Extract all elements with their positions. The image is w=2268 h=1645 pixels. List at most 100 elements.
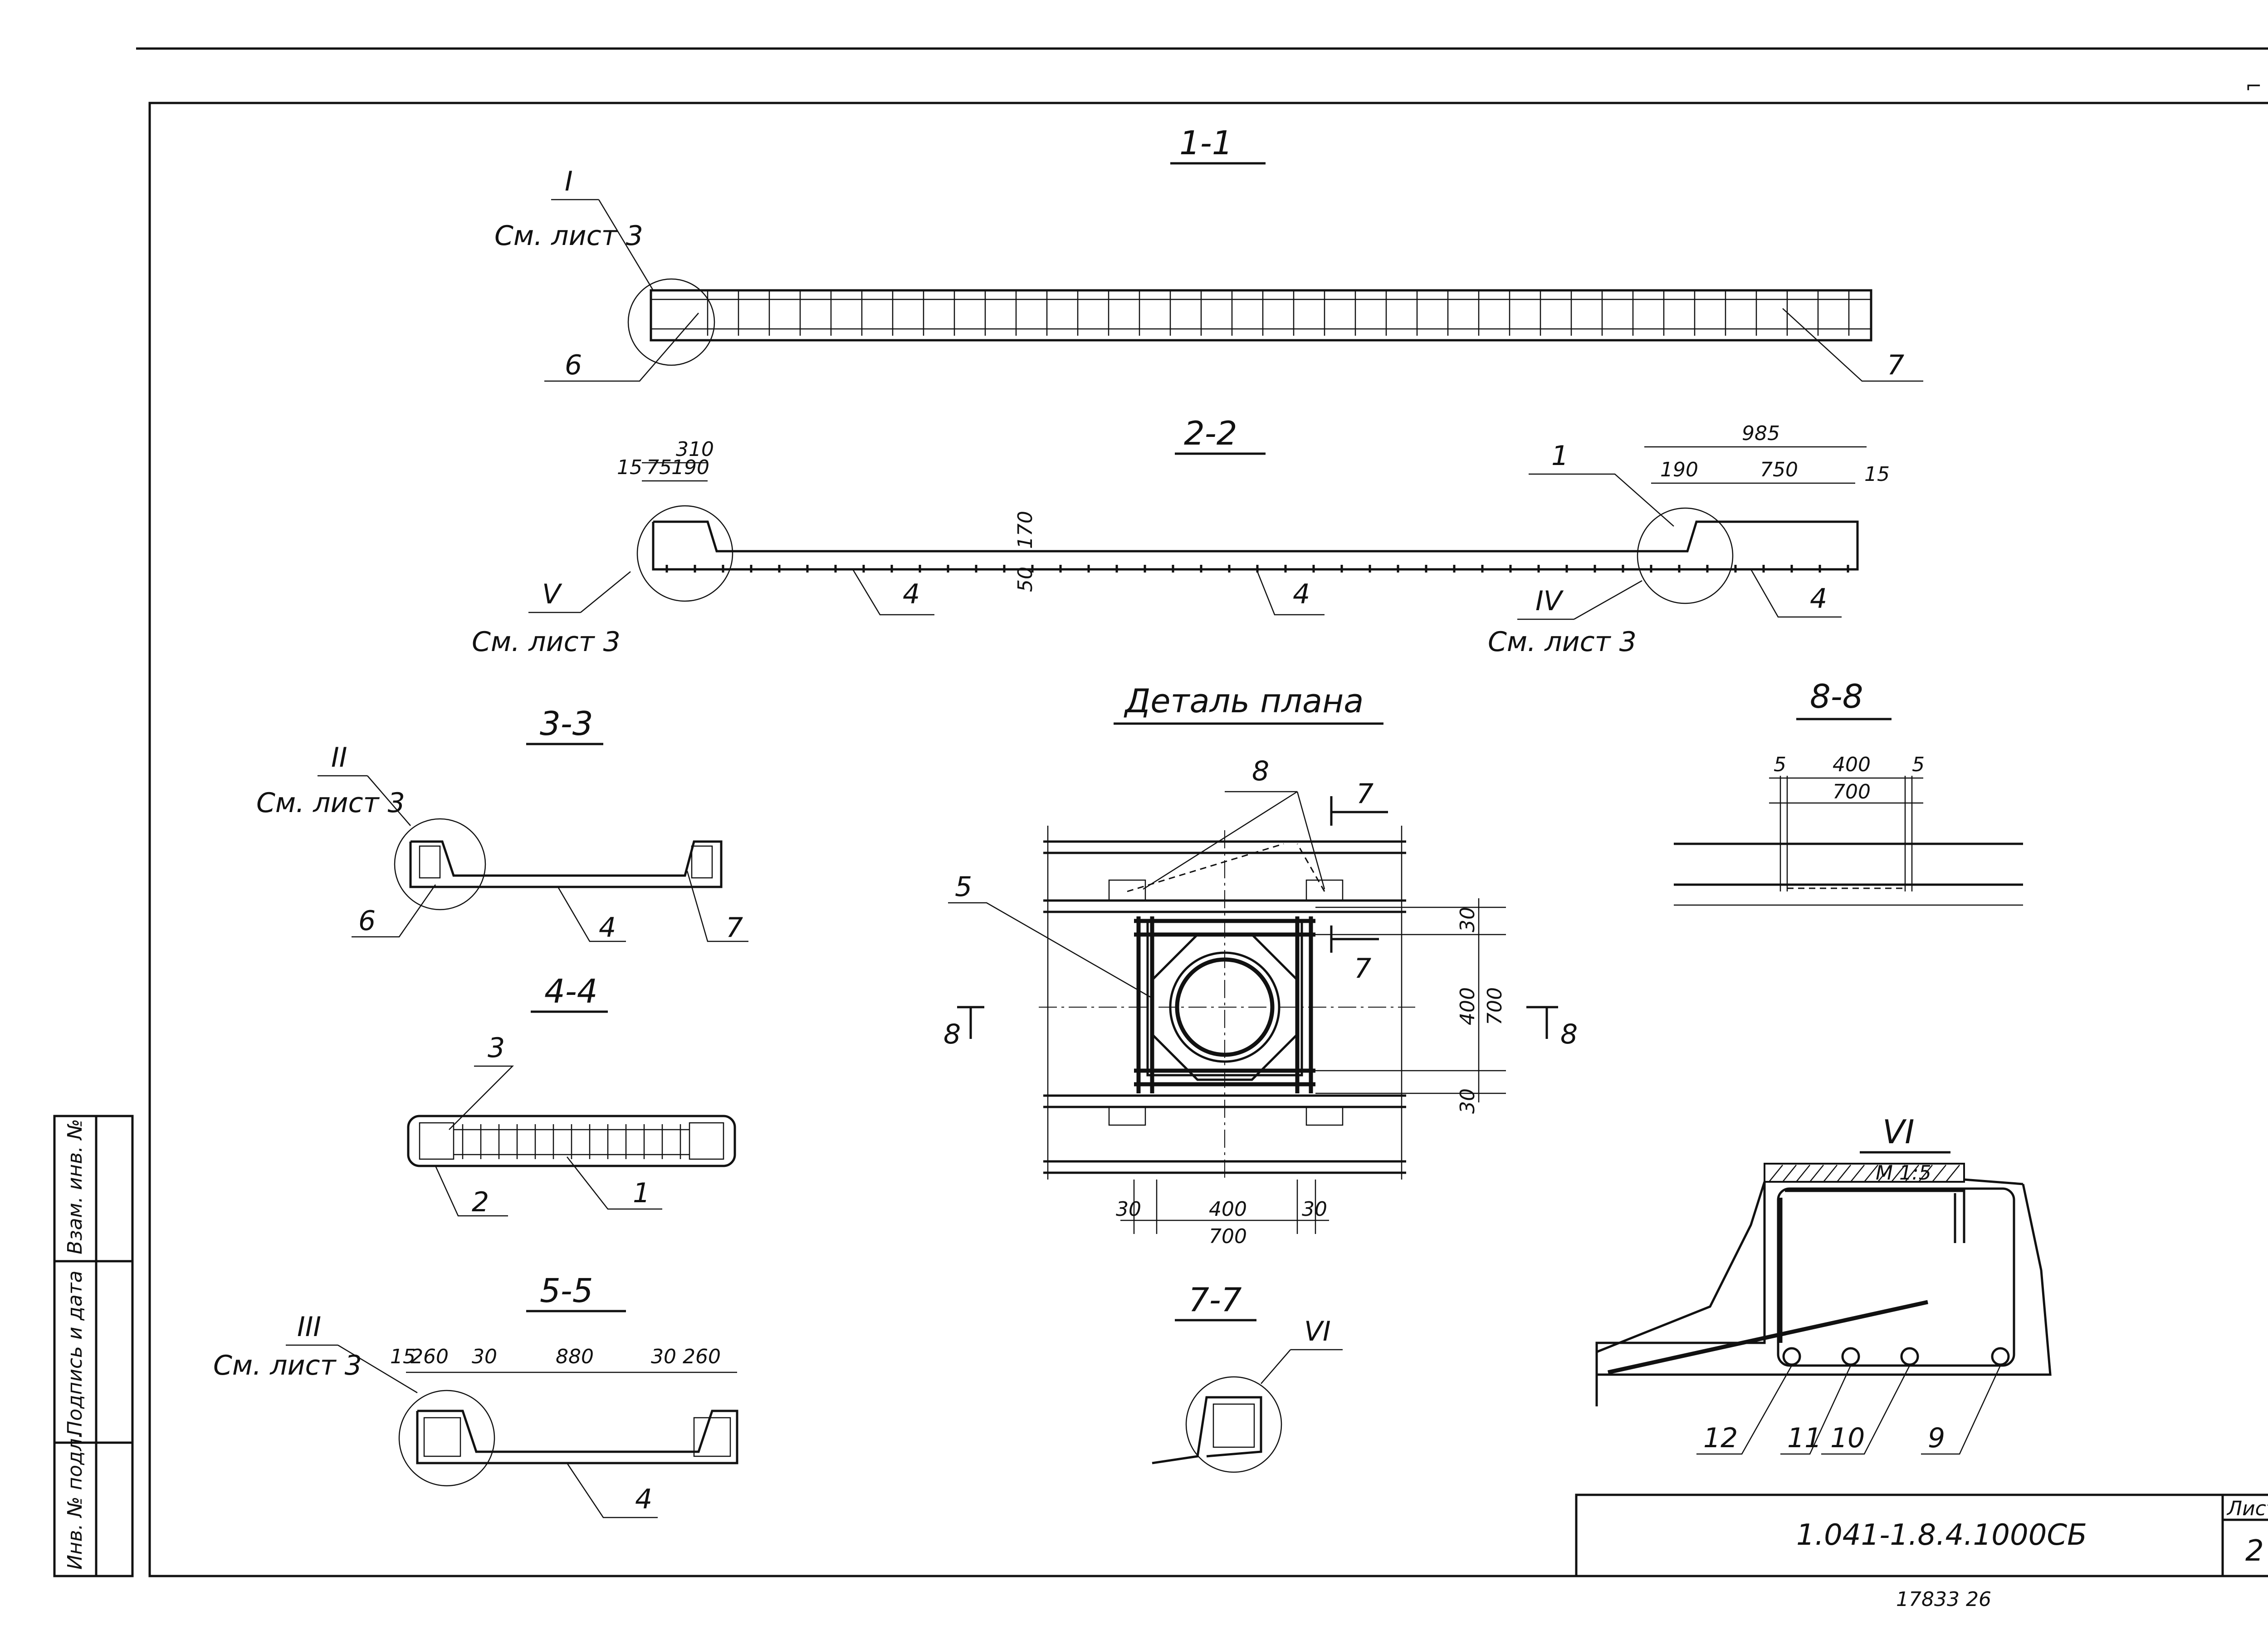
section-5-5-title: 5-5 <box>540 1272 593 1310</box>
section-4-4-title: 4-4 <box>544 972 598 1010</box>
hatch-line <box>1932 1165 1946 1182</box>
dim-75: 75 <box>646 456 672 479</box>
hatch-line <box>1850 1165 1865 1182</box>
sheet-number: 2 <box>2245 1534 2264 1568</box>
cut-mark-8-right: 8 <box>1526 1006 1578 1050</box>
cut-7-mid-label: 7 <box>1354 953 1371 984</box>
dim-700-plan-h: 700 <box>1209 1225 1247 1248</box>
side-stamp: Инв. № подл. Подпись и дата Взам. инв. № <box>53 1115 134 1577</box>
pos-10-label: 10 <box>1830 1422 1865 1454</box>
dim-5-right-s88: 5 <box>1912 753 1925 776</box>
pos-6-label: 6 <box>565 349 582 381</box>
see-sheet-i: См. лист 3 <box>494 220 643 252</box>
section-4-4-stirrups <box>462 1124 681 1159</box>
sheet-label: Лист <box>2226 1497 2268 1520</box>
sheet-designation: 1.041-1.8.4.1000СБ <box>1796 1518 2087 1552</box>
pos-5-plan: 5 <box>955 871 972 903</box>
cut-8-right-label: 8 <box>1560 1018 1578 1050</box>
plan-detail: Деталь плана 30 <box>943 682 1578 1248</box>
hatch-line <box>1945 1165 1960 1182</box>
callout-i: I <box>565 166 573 197</box>
hatch-line <box>1769 1165 1783 1182</box>
dim-190-right: 190 <box>1660 458 1698 481</box>
section-2-2: 2-2 310 15 75 190 985 190 750 15 170 50 … <box>472 414 1890 658</box>
stamp-inv-podl: Инв. № подл. <box>64 1432 87 1570</box>
section-7-7: 7-7 VI <box>1152 1281 1343 1473</box>
section-1-1-title: 1-1 <box>1179 124 1233 162</box>
hatch-line <box>1918 1165 1933 1182</box>
stamp-signature-date: Подпись и дата <box>64 1271 87 1436</box>
pos-9-label: 9 <box>1928 1422 1945 1454</box>
see-sheet-iv: См. лист 3 <box>1488 626 1637 658</box>
hatch-line <box>1864 1165 1878 1182</box>
dim-30-plan-bottom: 30 <box>1456 1088 1479 1114</box>
pos-6-label-s33: 6 <box>358 905 376 937</box>
see-sheet-ii: См. лист 3 <box>256 787 405 819</box>
pos-1-label-s44: 1 <box>633 1177 650 1209</box>
hatch-line <box>1809 1165 1824 1182</box>
detail-vi-hatch-lines <box>1769 1165 1960 1182</box>
pos-2-label: 2 <box>472 1186 489 1218</box>
section-8-8: 8-8 5 400 5 700 <box>1674 677 2023 906</box>
bottom-note: 17833 26 <box>1896 1588 1991 1611</box>
dim-15-left: 15 <box>617 456 642 479</box>
pos-4a-label: 4 <box>903 578 920 610</box>
sheet-frame: ⌐ <box>136 47 2268 1577</box>
hatch-line <box>1796 1165 1810 1182</box>
callout-circle-i <box>627 278 715 366</box>
detail-vi: VI М 1:5 12 11 10 9 <box>1595 1113 2052 1455</box>
detail-vi-title: VI <box>1882 1113 1915 1151</box>
section-2-2-bottom-bars <box>665 565 1849 573</box>
dim-260-right: 260 <box>683 1345 721 1368</box>
pos-3-label: 3 <box>488 1032 505 1064</box>
see-sheet-iii: См. лист 3 <box>213 1350 362 1381</box>
hatch-line <box>1837 1165 1851 1182</box>
callout-circle-iii <box>398 1390 495 1487</box>
title-block: Лист 2 1.041-1.8.4.1000СБ 17833 26 <box>1575 1493 2268 1611</box>
section-3-3: 3-3 II См. лист 3 6 4 7 <box>256 705 748 944</box>
callout-iv: IV <box>1535 585 1564 617</box>
dim-30-left: 30 <box>472 1345 497 1368</box>
dim-190-left: 190 <box>671 456 709 479</box>
corner-mark: ⌐ <box>2245 75 2262 98</box>
hatch-line <box>1782 1165 1797 1182</box>
dim-15-right: 15 <box>1864 463 1890 486</box>
section-8-8-title: 8-8 <box>1810 677 1863 715</box>
dim-400-plan-h: 400 <box>1209 1198 1247 1221</box>
section-1-1: 1-1 I См. лист 3 6 7 <box>494 124 1923 382</box>
callout-v: V <box>542 578 562 610</box>
section-4-4: 4-4 3 2 1 <box>407 972 736 1218</box>
pos-4-label-s55: 4 <box>635 1483 652 1515</box>
hatch-line <box>1891 1165 1906 1182</box>
section-7-7-title: 7-7 <box>1188 1281 1242 1319</box>
dim-50: 50 <box>1014 567 1037 592</box>
pos-4b-label: 4 <box>1293 578 1310 610</box>
section-2-2-title: 2-2 <box>1184 414 1237 452</box>
plan-detail-title: Деталь плана <box>1124 682 1364 720</box>
dim-15-s55: 15 <box>390 1345 415 1368</box>
see-sheet-v: См. лист 3 <box>472 626 621 658</box>
dim-985: 985 <box>1742 422 1780 445</box>
dim-30-plan-right: 30 <box>1302 1198 1327 1221</box>
pos-7-label-s33: 7 <box>726 912 743 944</box>
dim-400-plan-v: 400 <box>1456 987 1479 1025</box>
hatch-line <box>1823 1165 1838 1182</box>
dim-30-plan-left: 30 <box>1116 1198 1141 1221</box>
cut-8-left-label: 8 <box>943 1018 961 1050</box>
pos-12-label: 12 <box>1703 1422 1738 1454</box>
hatch-line <box>1905 1165 1919 1182</box>
callout-iii: III <box>297 1311 321 1343</box>
stamp-vzam-inv: Взам. инв. № <box>64 1119 87 1254</box>
cut-mark-7-top: 7 <box>1330 778 1388 826</box>
callout-ii: II <box>331 742 347 774</box>
dim-260-left: 260 <box>411 1345 449 1368</box>
section-3-3-title: 3-3 <box>540 705 593 743</box>
callout-circle-v <box>636 505 733 602</box>
callout-circle-iv <box>1637 507 1734 604</box>
callout-circle-ii <box>394 818 486 911</box>
pos-4c-label: 4 <box>1810 583 1827 615</box>
hatch-line <box>1877 1165 1892 1182</box>
pos-11-label: 11 <box>1787 1422 1822 1454</box>
pos-8-plan: 8 <box>1252 755 1269 787</box>
